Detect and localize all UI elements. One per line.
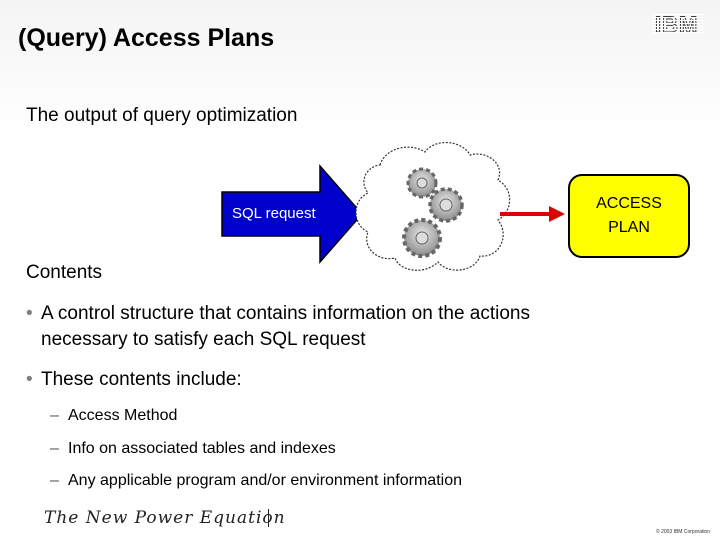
optimizer-cloud bbox=[355, 142, 511, 271]
copyright: © 2003 IBM Corporation bbox=[656, 529, 710, 535]
sub-dash: – bbox=[50, 472, 59, 489]
tagline-divider bbox=[268, 509, 269, 527]
bullet-dot: • bbox=[26, 369, 33, 390]
gear-icon bbox=[406, 167, 438, 199]
slide-subtitle: The output of query optimization bbox=[26, 105, 298, 126]
access-plan-box: ACCESS PLAN bbox=[568, 174, 690, 258]
sub-item-text: Access Method bbox=[68, 407, 178, 424]
sql-request-label: SQL request bbox=[232, 205, 316, 222]
bullet-text: A control structure that contains inform… bbox=[41, 303, 530, 324]
sub-item: –Any applicable program and/or environme… bbox=[50, 472, 462, 490]
sub-item: –Info on associated tables and indexes bbox=[50, 440, 336, 458]
bullet-item: • A control structure that contains infor… bbox=[26, 301, 530, 353]
sub-item-text: Info on associated tables and indexes bbox=[68, 440, 336, 457]
bullet-item: • These contents include: bbox=[26, 367, 242, 393]
bullet-text-continued: necessary to satisfy each SQL request bbox=[41, 329, 366, 350]
tagline: The New Power Equation bbox=[44, 508, 286, 528]
bullet-dot: • bbox=[26, 303, 33, 324]
output-arrowhead bbox=[549, 206, 565, 222]
slide-title: (Query) Access Plans bbox=[18, 24, 275, 52]
gear-icon bbox=[402, 218, 442, 258]
contents-heading: Contents bbox=[26, 262, 103, 283]
access-plan-line1: ACCESS bbox=[596, 195, 662, 212]
gear-icon bbox=[428, 187, 464, 223]
sub-item-text: Any applicable program and/or environmen… bbox=[68, 472, 462, 489]
bullet-text: These contents include: bbox=[41, 369, 242, 390]
sub-item: –Access Method bbox=[50, 407, 177, 425]
sub-dash: – bbox=[50, 440, 59, 457]
ibm-logo: IBM bbox=[654, 12, 699, 38]
sub-dash: – bbox=[50, 407, 59, 424]
access-plan-line2: PLAN bbox=[608, 219, 650, 236]
